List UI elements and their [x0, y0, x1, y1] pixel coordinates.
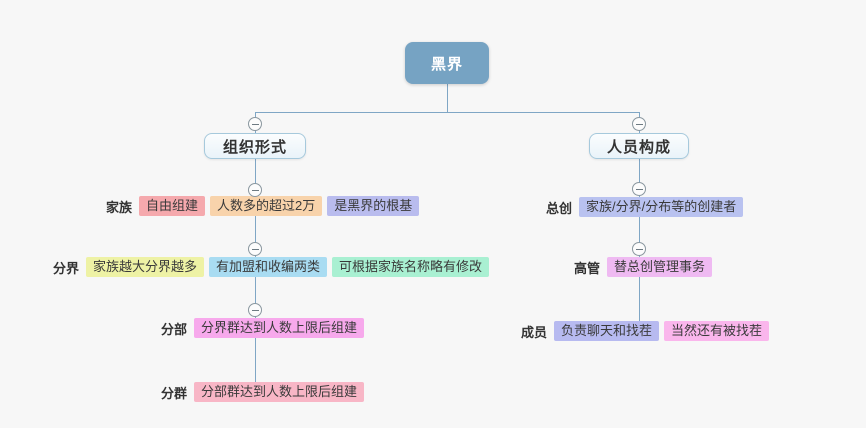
tag-fenjie-1[interactable]: 家族越大分界越多 [86, 257, 205, 277]
branch-node-organization[interactable]: 组织形式 [204, 133, 306, 159]
collapse-minus-icon [635, 188, 643, 190]
connector-executive-member [639, 277, 640, 321]
row-label-fenjie[interactable]: 分界 [53, 260, 80, 276]
row-executive: 高管 替总创管理事务 [574, 257, 713, 277]
collapse-button-fenbu[interactable] [248, 303, 262, 317]
collapse-button-organization[interactable] [248, 117, 262, 131]
row-label-fenbu[interactable]: 分部 [161, 321, 188, 337]
collapse-minus-icon [251, 248, 259, 250]
collapse-button-family[interactable] [248, 183, 262, 197]
root-node[interactable]: 黑界 [405, 42, 489, 84]
row-label-fenqun[interactable]: 分群 [161, 385, 188, 401]
tag-family-2[interactable]: 人数多的超过2万 [210, 196, 323, 216]
connector-root-down [447, 84, 448, 112]
tag-fenjie-3[interactable]: 可根据家族名称略有修改 [332, 257, 490, 277]
tag-member-1[interactable]: 负责聊天和找茬 [554, 321, 660, 341]
connector-fenbu-fenqun [255, 338, 256, 382]
collapse-minus-icon [251, 309, 259, 311]
row-fenjie: 分界 家族越大分界越多 有加盟和收编两类 可根据家族名称略有修改 [53, 257, 490, 277]
row-fenbu: 分部 分界群达到人数上限后组建 [161, 318, 365, 338]
connector-personnel-founder [639, 159, 640, 197]
collapse-minus-icon [251, 123, 259, 125]
row-family: 家族 自由组建 人数多的超过2万 是黑界的根基 [106, 196, 420, 216]
tag-fenjie-2[interactable]: 有加盟和收编两类 [209, 257, 328, 277]
collapse-button-founder[interactable] [632, 182, 646, 196]
collapse-minus-icon [635, 123, 643, 125]
tag-fenqun-1[interactable]: 分部群达到人数上限后组建 [194, 382, 365, 402]
collapse-minus-icon [251, 189, 259, 191]
tag-member-2[interactable]: 当然还有被找茬 [664, 321, 770, 341]
row-label-executive[interactable]: 高管 [574, 260, 601, 276]
row-label-founder[interactable]: 总创 [546, 200, 573, 216]
connector-org-family [255, 159, 256, 197]
collapse-button-executive[interactable] [632, 242, 646, 256]
tag-founder-1[interactable]: 家族/分界/分布等的创建者 [579, 197, 744, 217]
tag-executive-1[interactable]: 替总创管理事务 [607, 257, 713, 277]
collapse-minus-icon [635, 248, 643, 250]
connector-founder-executive [639, 217, 640, 257]
collapse-button-personnel[interactable] [632, 117, 646, 131]
row-member: 成员 负责聊天和找茬 当然还有被找茬 [521, 321, 770, 341]
tag-family-1[interactable]: 自由组建 [139, 196, 206, 216]
tag-fenbu-1[interactable]: 分界群达到人数上限后组建 [194, 318, 365, 338]
connector-family-fenjie [255, 216, 256, 258]
connector-branch-horizontal [255, 112, 640, 113]
connector-fenjie-fenbu [255, 277, 256, 318]
branch-node-personnel[interactable]: 人员构成 [589, 133, 689, 159]
row-label-family[interactable]: 家族 [106, 199, 133, 215]
row-fenqun: 分群 分部群达到人数上限后组建 [161, 382, 365, 402]
collapse-button-fenjie[interactable] [248, 242, 262, 256]
row-label-member[interactable]: 成员 [521, 324, 548, 340]
tag-family-3[interactable]: 是黑界的根基 [327, 196, 420, 216]
row-founder: 总创 家族/分界/分布等的创建者 [546, 197, 744, 217]
